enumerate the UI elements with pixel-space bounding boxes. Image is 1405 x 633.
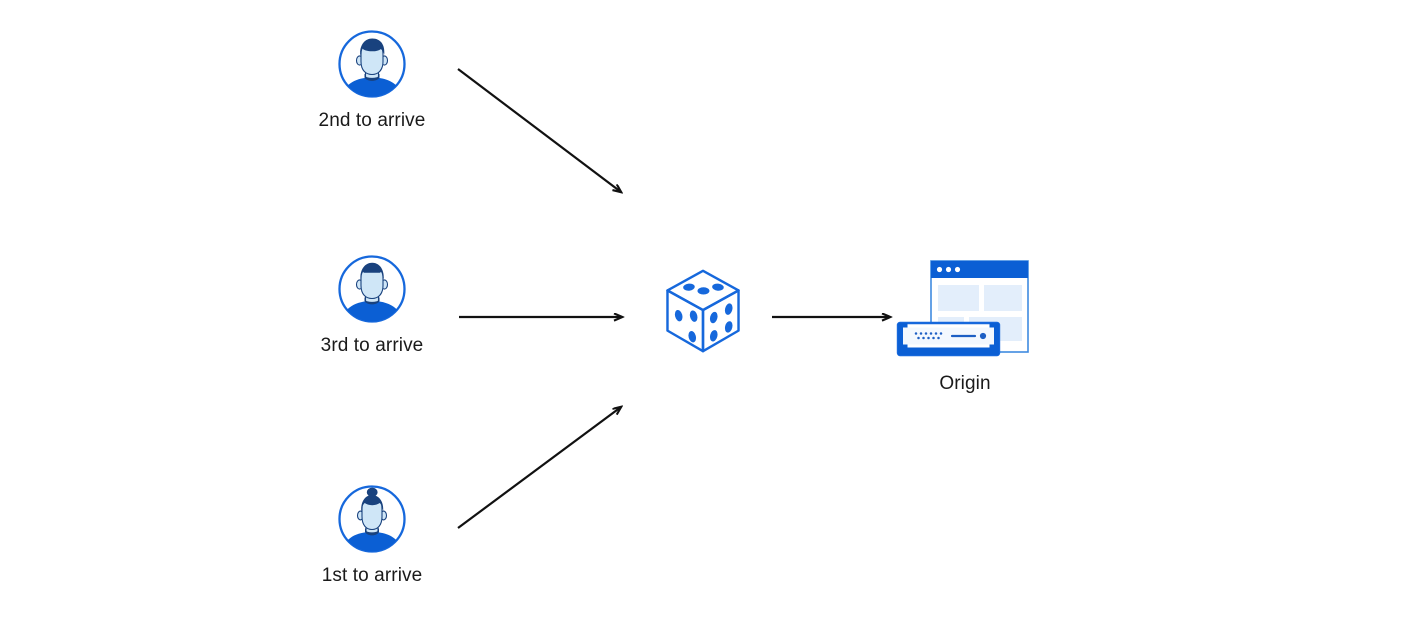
origin-node: Origin — [895, 255, 1035, 396]
user-avatar-icon — [336, 253, 408, 325]
arrow-bottom-to-dice — [457, 407, 621, 529]
client-node-middle: 3rd to arrive — [316, 253, 428, 358]
dice-icon — [660, 265, 746, 357]
client-node-bottom: 1st to arrive — [316, 483, 428, 588]
client-label-middle: 3rd to arrive — [320, 335, 424, 356]
client-label-top: 2nd to arrive — [318, 110, 426, 131]
client-node-top: 2nd to arrive — [316, 28, 428, 133]
arrow-top-to-dice — [457, 68, 621, 192]
user-avatar-icon — [336, 28, 408, 100]
user-avatar-icon — [336, 483, 408, 555]
server-browser-icon — [895, 255, 1035, 361]
origin-label: Origin — [939, 373, 991, 394]
randomizer-node — [655, 265, 751, 357]
server-appliance-icon — [896, 321, 1001, 357]
client-label-bottom: 1st to arrive — [321, 565, 423, 586]
